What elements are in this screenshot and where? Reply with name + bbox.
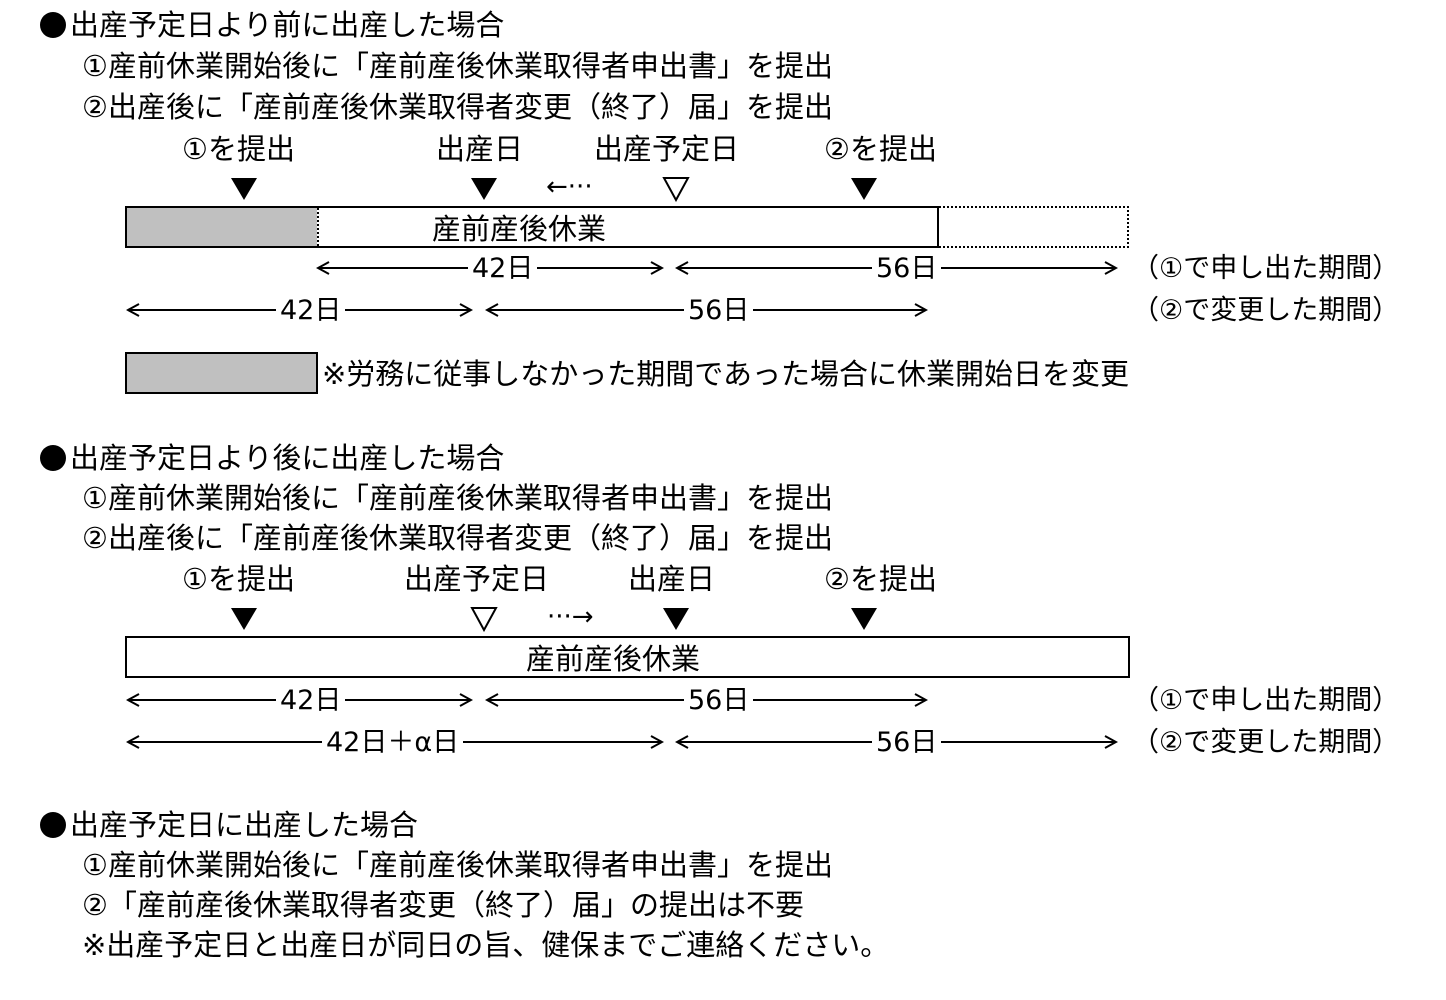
- s1-marker-due-label: 出産予定日: [594, 132, 740, 166]
- hollow-triangle-icon: [662, 177, 690, 202]
- s1-marker-submit2-label: ②を提出: [824, 132, 937, 166]
- section2-step1: ①産前休業開始後に「産前産後休業取得者申出書」を提出: [82, 481, 833, 515]
- section2-step2: ②出産後に「産前産後休業取得者変更（終了）届」を提出: [82, 521, 833, 555]
- section3-step1: ①産前休業開始後に「産前産後休業取得者申出書」を提出: [82, 848, 833, 882]
- bullet-icon: [40, 445, 66, 471]
- filled-triangle-icon: [663, 608, 689, 630]
- hollow-triangle-icon: [470, 607, 498, 632]
- legend-shade-swatch: [125, 352, 318, 394]
- s2-marker-submit2-label: ②を提出: [824, 562, 937, 596]
- filled-triangle-icon: [231, 608, 257, 630]
- s1-row1-left-label: 42日: [468, 254, 538, 284]
- section3-step2: ②「産前産後休業取得者変更（終了）届」の提出は不要: [82, 888, 804, 922]
- s2-marker-birth-label: 出産日: [628, 562, 716, 596]
- s1-extension-dotted-box: [939, 206, 1129, 248]
- s1-row1-note: （①で申し出た期間）: [1132, 253, 1400, 284]
- s1-shift-arrow: ←···: [546, 172, 593, 202]
- bullet-icon: [40, 12, 66, 38]
- s1-shaded-segment: [127, 208, 317, 246]
- s2-marker-due-label: 出産予定日: [404, 562, 550, 596]
- s1-row1-right-label: 56日: [872, 254, 942, 284]
- s2-row1-note: （①で申し出た期間）: [1132, 685, 1400, 716]
- filled-triangle-icon: [851, 608, 877, 630]
- section1-step1: ①産前休業開始後に「産前産後休業取得者申出書」を提出: [82, 49, 833, 83]
- section3-note: ※出産予定日と出産日が同日の旨、健保までご連絡ください。: [82, 928, 890, 962]
- section3-heading: 出産予定日に出産した場合: [40, 808, 418, 842]
- s1-marker-birth-label: 出産日: [436, 132, 524, 166]
- s2-leave-bar: [125, 636, 1130, 678]
- s1-bar-label: 産前産後休業: [432, 212, 607, 246]
- s2-row2-note: （②で変更した期間）: [1132, 727, 1400, 758]
- s1-row2-right-label: 56日: [684, 296, 754, 326]
- s2-row2-right-label: 56日: [872, 728, 942, 758]
- s2-row2-left-label: 42日＋α日: [322, 728, 464, 758]
- s2-bar-label: 産前産後休業: [526, 642, 701, 676]
- bullet-icon: [40, 812, 66, 838]
- s1-marker-submit1-label: ①を提出: [182, 132, 295, 166]
- s2-row1-left-label: 42日: [276, 686, 346, 716]
- filled-triangle-icon: [231, 178, 257, 200]
- s2-row1-right-label: 56日: [684, 686, 754, 716]
- s2-shift-arrow: ···→: [547, 602, 594, 632]
- section1-heading: 出産予定日より前に出産した場合: [40, 8, 504, 42]
- legend-note: ※労務に従事しなかった期間であった場合に休業開始日を変更: [322, 357, 1130, 391]
- section1-step2: ②出産後に「産前産後休業取得者変更（終了）届」を提出: [82, 90, 833, 124]
- s1-row2-note: （②で変更した期間）: [1132, 295, 1400, 326]
- s1-row2-left-label: 42日: [276, 296, 346, 326]
- filled-triangle-icon: [851, 178, 877, 200]
- s1-segment-divider: [317, 208, 319, 246]
- filled-triangle-icon: [471, 178, 497, 200]
- s2-marker-submit1-label: ①を提出: [182, 562, 295, 596]
- section2-heading: 出産予定日より後に出産した場合: [40, 441, 504, 475]
